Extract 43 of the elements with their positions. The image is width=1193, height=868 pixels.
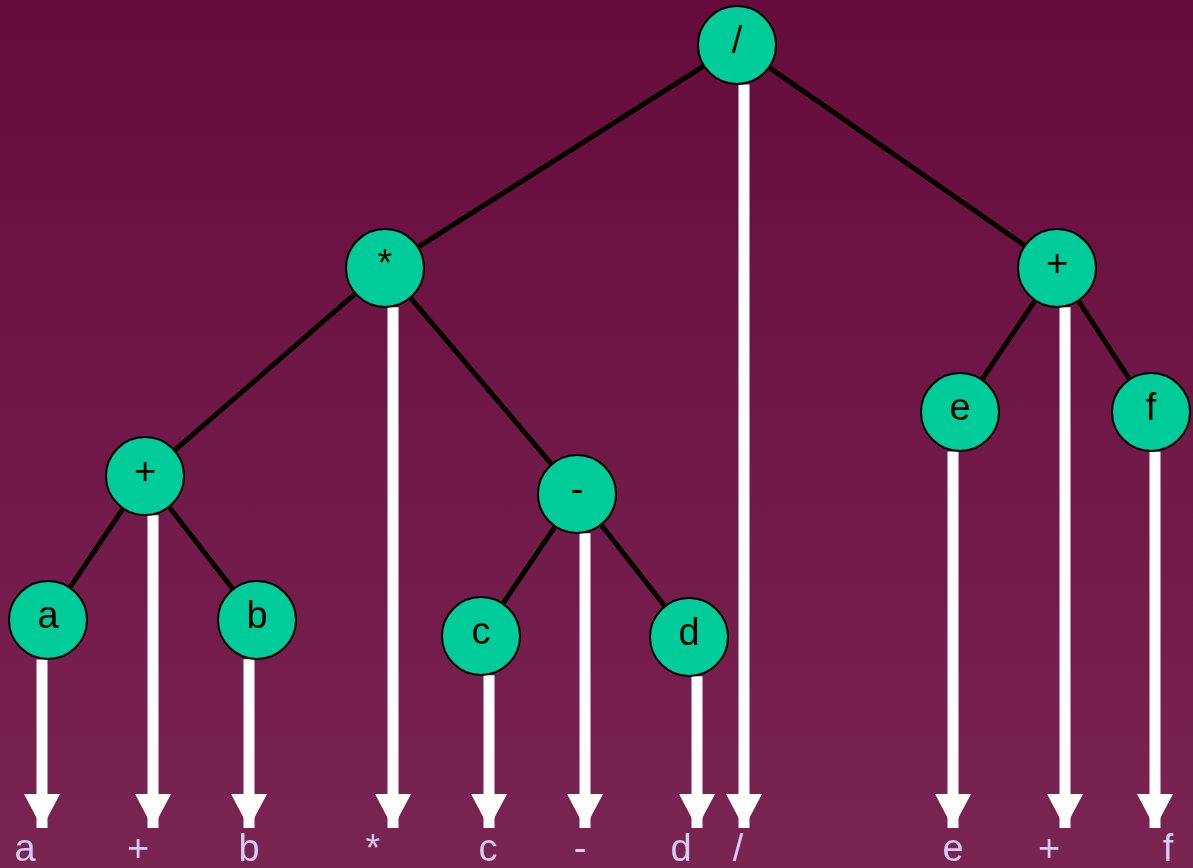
tree-node-circle: + [105, 436, 185, 516]
tree-branch-line [768, 65, 1026, 248]
output-symbol: e [933, 828, 973, 868]
output-symbol: f [1148, 828, 1188, 868]
arrow [679, 676, 715, 828]
tree-branch-line [417, 64, 705, 249]
output-symbol: + [1029, 828, 1069, 868]
tree-node-circle: + [1017, 228, 1097, 308]
output-symbol: - [560, 828, 600, 868]
output-symbol: / [718, 828, 758, 868]
tree-branch-line [409, 296, 553, 466]
tree-node-circle: c [441, 596, 521, 676]
tree-branch-line [501, 525, 557, 605]
arrow [135, 515, 171, 828]
arrow [567, 533, 603, 828]
arrow [24, 659, 60, 828]
tree-node-circle: * [345, 228, 425, 308]
output-symbol: d [661, 828, 701, 868]
arrow [1137, 451, 1173, 828]
output-symbol: c [468, 828, 508, 868]
tree-branch-line [599, 523, 667, 608]
tree-node-circle: - [537, 454, 617, 534]
tree-branch-line [1076, 300, 1132, 380]
tree-node-circle: a [8, 580, 88, 660]
tree-node-circle: e [920, 372, 1000, 452]
output-symbol: + [118, 828, 158, 868]
tree-branch-line [173, 292, 357, 452]
output-symbol: * [353, 828, 393, 868]
arrow [935, 451, 971, 828]
tree-node-circle: f [1111, 372, 1191, 452]
tree-node-circle: b [217, 580, 297, 660]
tree-branch-line [980, 299, 1037, 381]
output-symbol: a [5, 828, 45, 868]
tree-branch-line [167, 506, 235, 590]
arrow [231, 659, 267, 828]
tree-node-circle: d [649, 597, 729, 677]
arrow [471, 675, 507, 828]
tree-node-circle: / [697, 5, 777, 85]
arrow [1047, 307, 1083, 828]
output-symbol: b [229, 828, 269, 868]
tree-branch-line [68, 507, 125, 589]
arrow [726, 84, 762, 828]
arrow [375, 307, 411, 828]
